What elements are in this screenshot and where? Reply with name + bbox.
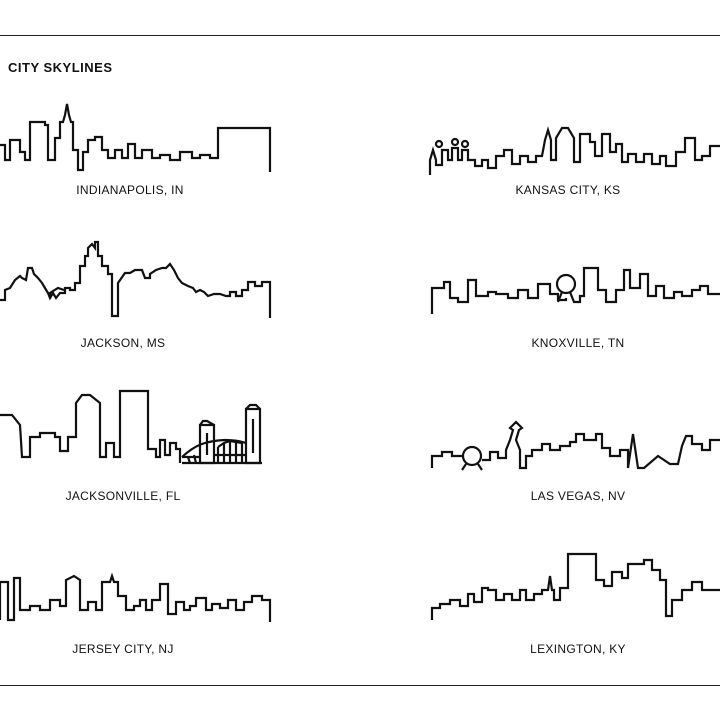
skyline-knoxville-illustration — [430, 266, 720, 314]
skyline-kansas-city-illustration — [428, 126, 720, 175]
bottom-divider — [0, 685, 720, 686]
skyline-jackson-illustration — [0, 240, 272, 318]
top-divider — [0, 35, 720, 36]
skyline-las-vegas-illustration — [430, 420, 720, 471]
skyline-jersey-city-illustration — [0, 572, 272, 622]
page-title: CITY SKYLINES — [8, 60, 113, 75]
skyline-lexington-illustration — [430, 552, 720, 620]
caption-kansas-city: KANSAS CITY, KS — [515, 183, 621, 197]
caption-las-vegas: LAS VEGAS, NV — [530, 489, 626, 503]
skyline-jacksonville-illustration — [0, 389, 262, 465]
caption-jersey-city: JERSEY CITY, NJ — [72, 642, 174, 656]
caption-lexington: LEXINGTON, KY — [530, 642, 626, 656]
skyline-indianapolis-illustration — [0, 103, 272, 172]
caption-jacksonville: JACKSONVILLE, FL — [65, 489, 181, 503]
caption-jackson: JACKSON, MS — [80, 336, 166, 350]
caption-knoxville: KNOXVILLE, TN — [531, 336, 625, 350]
caption-indianapolis: INDIANAPOLIS, IN — [76, 183, 184, 197]
